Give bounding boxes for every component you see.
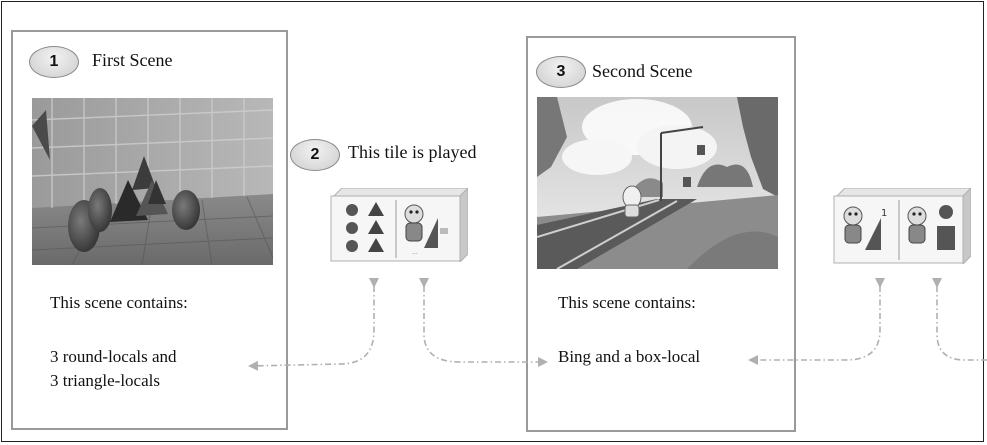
second-scene-title: Second Scene [592,61,693,81]
circle-icon [939,205,953,219]
second-scene-contains-label: This scene contains: [558,293,696,312]
first-scene-screenshot [32,98,273,265]
first-scene-content-line1: 3 round-locals and [50,347,177,366]
bing-character-icon: ··· [404,204,448,258]
second-scene-content: Bing and a box-local [558,347,701,366]
played-tile: ··· [330,188,468,262]
first-scene-title: First Scene [92,50,173,70]
step-1-badge: 1 [29,46,79,78]
bing-character-icon [907,206,927,244]
bing-character-icon: 1 [843,206,887,250]
box-icon [937,226,955,250]
step-2-badge: 2 [290,139,340,171]
second-tile: 1 [833,188,971,264]
first-scene-contains-label: This scene contains: [50,293,188,312]
triangle-icon [368,202,384,252]
tile-played-caption: This tile is played [348,142,477,162]
second-scene-screenshot [537,97,778,269]
step-3-badge: 3 [536,56,586,88]
first-scene-content-line2: 3 triangle-locals [50,371,160,390]
svg-text:···: ··· [412,251,418,258]
svg-text:1: 1 [881,208,887,219]
circle-icon [346,204,358,252]
